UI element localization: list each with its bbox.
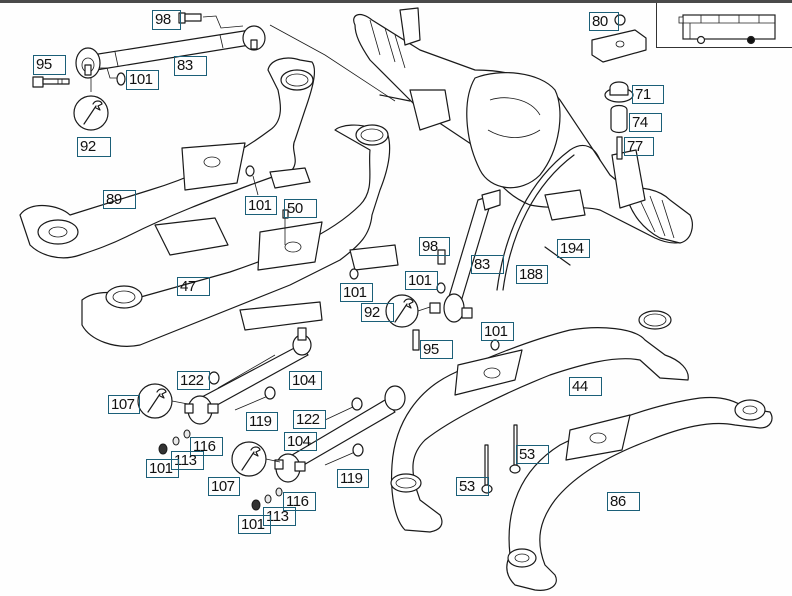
trailing-arm-44: [390, 310, 689, 533]
bolt-50: [282, 209, 289, 219]
callout-101[interactable]: 101: [238, 515, 271, 534]
trailing-arm-89: [19, 57, 316, 259]
callout-101[interactable]: 101: [126, 70, 159, 90]
callout-83[interactable]: 83: [174, 56, 207, 76]
tie-rod-upper-104: [184, 327, 312, 425]
tool-circle-107-lower: [231, 441, 267, 477]
callout-95[interactable]: 95: [33, 55, 66, 75]
bolt-98-top: [178, 12, 202, 24]
tie-rod-lower-104: [274, 385, 406, 483]
callout-86[interactable]: 86: [607, 492, 640, 511]
callout-92[interactable]: 92: [361, 303, 394, 322]
callout-188[interactable]: 188: [516, 265, 548, 284]
callout-101[interactable]: 101: [146, 459, 179, 478]
callout-80[interactable]: 80: [589, 12, 619, 31]
callout-98[interactable]: 98: [419, 237, 450, 256]
callout-101[interactable]: 101: [405, 271, 438, 290]
callout-116[interactable]: 116: [283, 492, 316, 511]
callout-74[interactable]: 74: [629, 113, 662, 132]
rear-axle-housing: [269, 7, 693, 244]
callout-53[interactable]: 53: [456, 477, 489, 496]
nut-101-arm89: [245, 165, 255, 177]
callout-92[interactable]: 92: [77, 137, 111, 157]
reaction-rod-lower: [429, 189, 501, 323]
brake-pipe-188: [496, 145, 601, 291]
callout-83[interactable]: 83: [471, 255, 504, 274]
callout-95[interactable]: 95: [420, 340, 453, 359]
bolt-95-top: [32, 76, 70, 88]
callout-47[interactable]: 47: [177, 277, 210, 296]
bolt-95-mid: [412, 329, 420, 351]
callout-119[interactable]: 119: [337, 469, 369, 488]
nut-101-arm47: [349, 268, 359, 280]
callout-104[interactable]: 104: [284, 432, 317, 451]
callout-113[interactable]: 113: [171, 451, 204, 470]
callout-113[interactable]: 113: [263, 507, 296, 526]
tool-circle-92-mid: [385, 294, 419, 328]
callout-44[interactable]: 44: [569, 377, 602, 396]
callout-107[interactable]: 107: [108, 395, 140, 414]
nut-101-top: [116, 72, 126, 86]
trailing-arm-47: [81, 124, 399, 347]
callout-104[interactable]: 104: [289, 371, 322, 390]
callout-50[interactable]: 50: [284, 199, 317, 218]
callout-101[interactable]: 101: [245, 196, 277, 215]
top-border: [0, 0, 792, 3]
callout-71[interactable]: 71: [632, 85, 664, 104]
bolt-98-mid: [437, 249, 446, 265]
callout-77[interactable]: 77: [624, 137, 654, 156]
fasteners-upper: [158, 429, 191, 455]
callout-89[interactable]: 89: [103, 190, 136, 209]
callout-122[interactable]: 122: [293, 410, 326, 429]
trailing-arm-86: [506, 396, 773, 591]
tool-circle-107-upper: [137, 383, 173, 419]
callout-98[interactable]: 98: [152, 10, 181, 30]
callout-116[interactable]: 116: [190, 437, 223, 456]
vehicle-thumbnail[interactable]: [656, 3, 792, 48]
callout-101[interactable]: 101: [340, 283, 373, 302]
callout-119[interactable]: 119: [246, 412, 278, 431]
callout-53[interactable]: 53: [516, 445, 549, 464]
tool-circle-92-top: [73, 95, 109, 131]
bus-side-view-icon: [678, 14, 776, 45]
callout-194[interactable]: 194: [557, 239, 590, 258]
nut-101-arm44: [490, 339, 500, 351]
callout-101[interactable]: 101: [481, 322, 514, 341]
callout-107[interactable]: 107: [208, 477, 240, 496]
fasteners-lower: [251, 487, 283, 511]
callout-122[interactable]: 122: [177, 371, 210, 390]
reaction-rod-upper: [75, 15, 266, 92]
bump-stop-parts: [591, 14, 647, 160]
nut-101-mid: [436, 282, 446, 294]
